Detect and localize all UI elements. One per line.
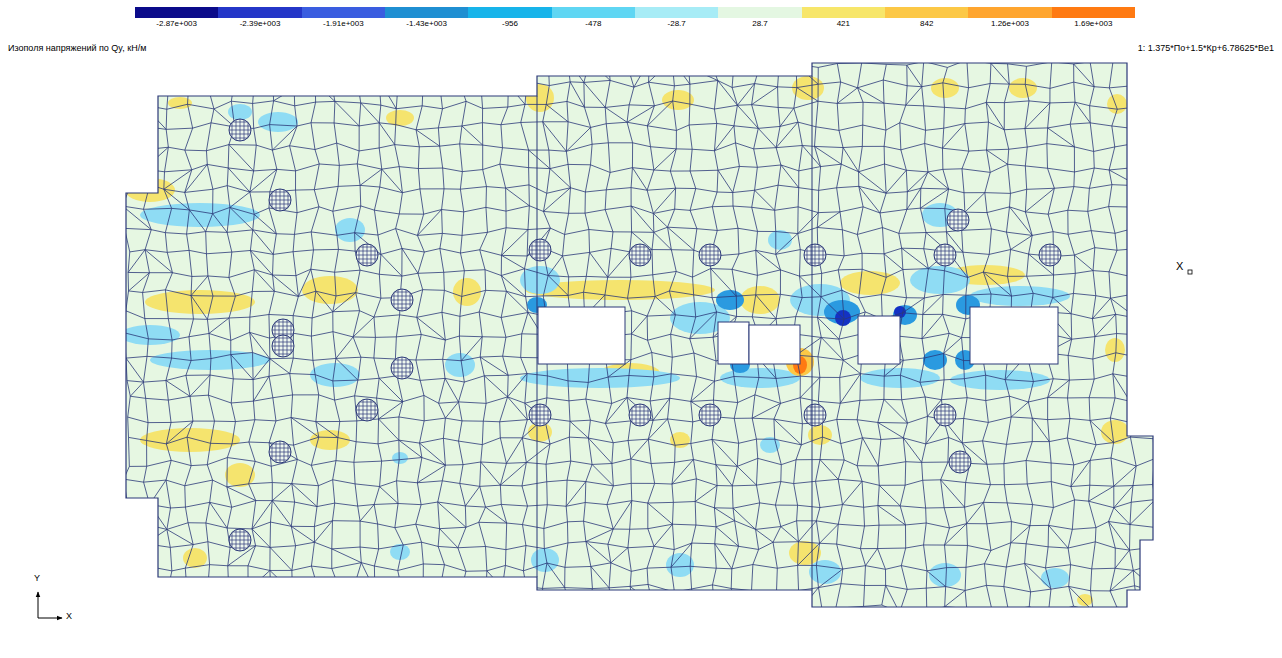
legend-value: -478: [585, 20, 601, 29]
legend-value: -1.43e+003: [406, 20, 447, 29]
legend-swatch: [552, 7, 636, 18]
legend-value: 421: [837, 20, 850, 29]
plot-title: Изополя напряжений по Qy, кН/м: [8, 44, 146, 54]
node-marker: [1188, 270, 1192, 274]
legend-swatch: [135, 7, 219, 18]
legend-value: -28.7: [668, 20, 686, 29]
legend-swatch: [468, 7, 552, 18]
legend-swatch: [718, 7, 802, 18]
legend-value: 1.26e+003: [991, 20, 1029, 29]
legend-swatch: [802, 7, 886, 18]
axis-label: X: [66, 612, 72, 622]
node-marker-label: X: [1176, 260, 1183, 272]
legend-swatch: [885, 7, 969, 18]
axis-icon: [38, 592, 62, 618]
load-combination: 1: 1.375*По+1.5*Кр+6.78625*Ве1: [1138, 44, 1274, 54]
axis-label: Y: [34, 574, 40, 584]
legend-value: 1.69e+003: [1074, 20, 1112, 29]
legend-value: -1.91e+003: [323, 20, 364, 29]
legend-swatch: [385, 7, 469, 18]
legend-swatch: [635, 7, 719, 18]
legend-value: 842: [920, 20, 933, 29]
legend-swatch: [968, 7, 1052, 18]
slab-plan: [100, 50, 1200, 630]
legend-swatch: [1052, 7, 1136, 18]
legend-swatch: [218, 7, 302, 18]
legend-value: -956: [502, 20, 518, 29]
legend-swatch: [302, 7, 386, 18]
legend-value: -2.39e+003: [240, 20, 281, 29]
legend-value: -2.87e+003: [156, 20, 197, 29]
legend-value: 28.7: [752, 20, 768, 29]
